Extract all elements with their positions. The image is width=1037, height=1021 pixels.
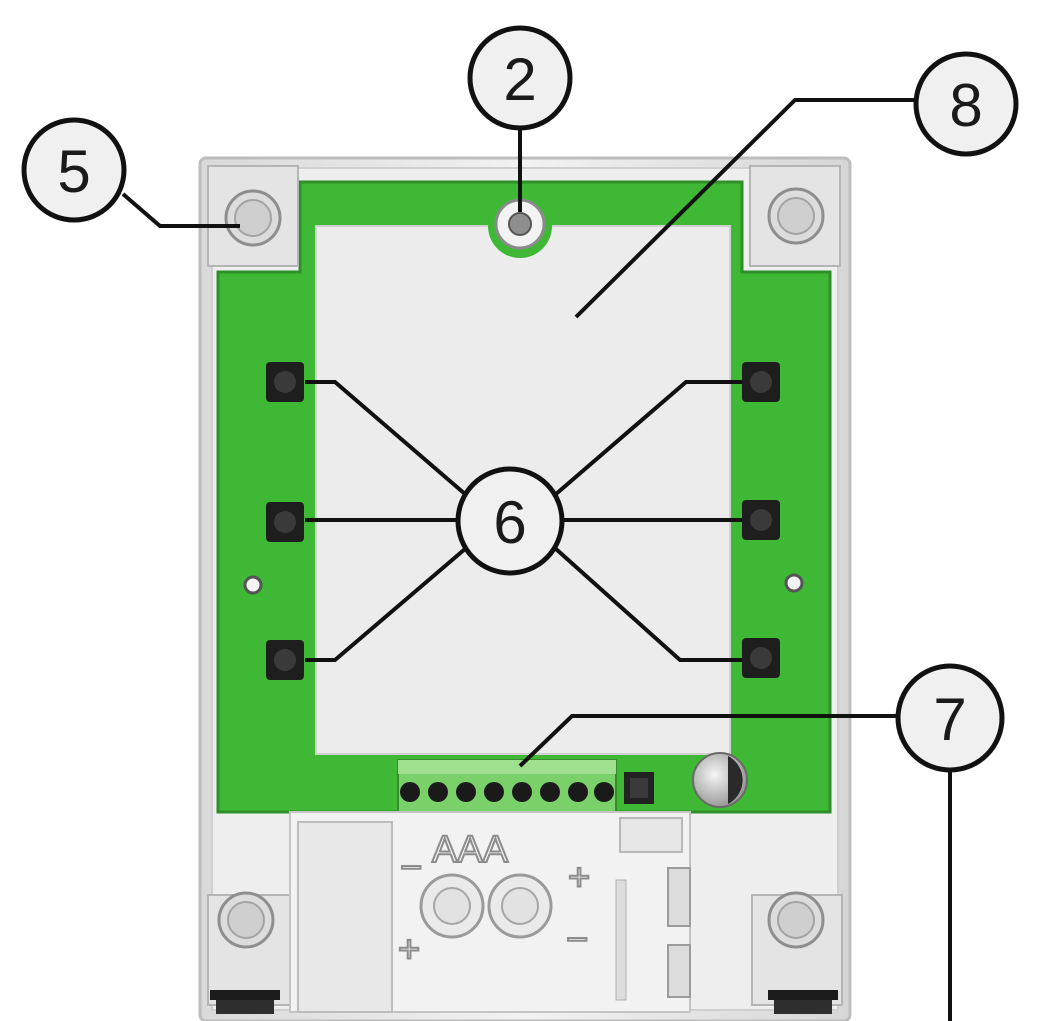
callout-2-label: 2 — [503, 46, 536, 113]
callout-7-label: 7 — [933, 686, 966, 753]
leader-6-left-bottom — [305, 547, 467, 662]
callout-6-label: 6 — [493, 489, 526, 556]
leader-5 — [121, 192, 240, 228]
push-button-left-middle — [266, 502, 304, 542]
corner-post-bottom-right — [751, 891, 843, 1006]
minus-symbol-top: − — [400, 847, 422, 889]
callout-2: 2 — [467, 25, 573, 131]
leader-6-right-bottom — [554, 547, 742, 662]
push-button-left-bottom — [266, 640, 304, 680]
callout-5: 5 — [21, 117, 127, 223]
callout-6: 6 — [455, 466, 565, 576]
leader-8 — [574, 98, 920, 319]
corner-post-top-right — [749, 165, 841, 267]
push-button-left-top — [266, 362, 304, 402]
callout-5-label: 5 — [57, 138, 90, 205]
push-buttons — [266, 362, 780, 680]
pcb-hole-left — [243, 575, 263, 595]
electrolytic-capacitor — [692, 752, 748, 808]
push-button-right-middle — [742, 500, 780, 540]
corner-post-top-left — [207, 165, 299, 267]
push-button-right-bottom — [742, 638, 780, 678]
callout-8-label: 8 — [949, 72, 982, 139]
minus-symbol-bottom: − — [566, 919, 588, 961]
plus-symbol-top: + — [568, 857, 590, 899]
callouts: 2 5 8 6 7 — [21, 25, 1019, 773]
bottom-clips — [210, 990, 838, 1014]
callout-8: 8 — [913, 51, 1019, 157]
leader-lines — [121, 98, 952, 1021]
leader-7-terminal — [518, 714, 896, 768]
center-screw — [488, 194, 552, 258]
callout-7: 7 — [895, 663, 1005, 773]
terminal-block — [397, 759, 617, 813]
pcb-hole-right — [784, 573, 804, 593]
corner-post-bottom-left — [207, 891, 299, 1006]
battery-type-label: AAA — [432, 829, 509, 871]
leader-6-left-top — [305, 380, 467, 496]
leader-6-right-top — [554, 380, 742, 496]
push-button-right-top — [742, 362, 780, 402]
battery-compartment: AAA + − + − — [289, 811, 691, 1013]
plus-symbol-bottom: + — [398, 929, 420, 971]
small-chip — [624, 772, 654, 804]
